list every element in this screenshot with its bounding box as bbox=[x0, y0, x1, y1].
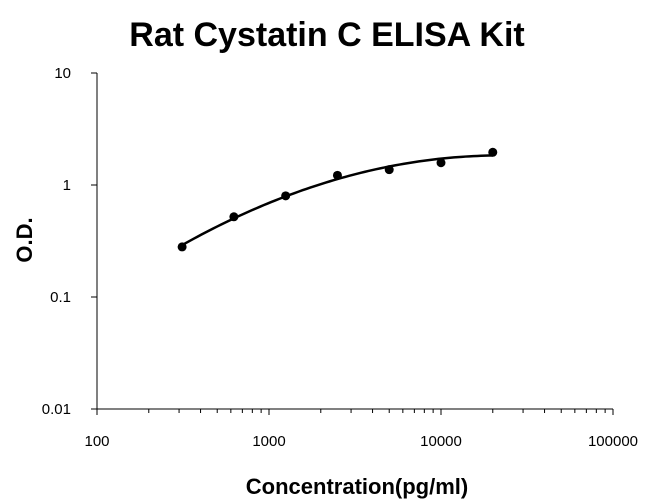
y-axis-label: O.D. bbox=[12, 217, 37, 262]
data-point bbox=[281, 191, 291, 201]
y-tick-label: 1 bbox=[63, 177, 71, 194]
x-tick-label: 100 bbox=[84, 433, 109, 450]
x-axis-label: Concentration(pg/ml) bbox=[246, 474, 468, 499]
chart-title: Rat Cystatin C ELISA Kit bbox=[129, 16, 524, 54]
x-tick-label: 10000 bbox=[420, 433, 462, 450]
x-tick-label: 100000 bbox=[588, 433, 638, 450]
data-point bbox=[436, 158, 446, 168]
y-tick-labels: 0.01 0.1 1 10 bbox=[42, 65, 71, 418]
y-tick-label: 10 bbox=[54, 65, 71, 82]
data-point bbox=[332, 170, 342, 180]
axes bbox=[91, 72, 614, 415]
data-point bbox=[488, 147, 498, 157]
x-tick-label: 1000 bbox=[252, 433, 285, 450]
data-points-layer bbox=[177, 147, 498, 252]
data-point bbox=[384, 165, 394, 175]
fit-curve-layer bbox=[181, 154, 493, 247]
data-point bbox=[229, 212, 239, 222]
data-point bbox=[177, 242, 187, 252]
y-tick-label: 0.1 bbox=[50, 289, 71, 306]
fit-curve-line bbox=[181, 154, 493, 247]
x-tick-labels: 100 1000 10000 100000 bbox=[84, 433, 638, 450]
y-tick-label: 0.01 bbox=[42, 401, 71, 418]
